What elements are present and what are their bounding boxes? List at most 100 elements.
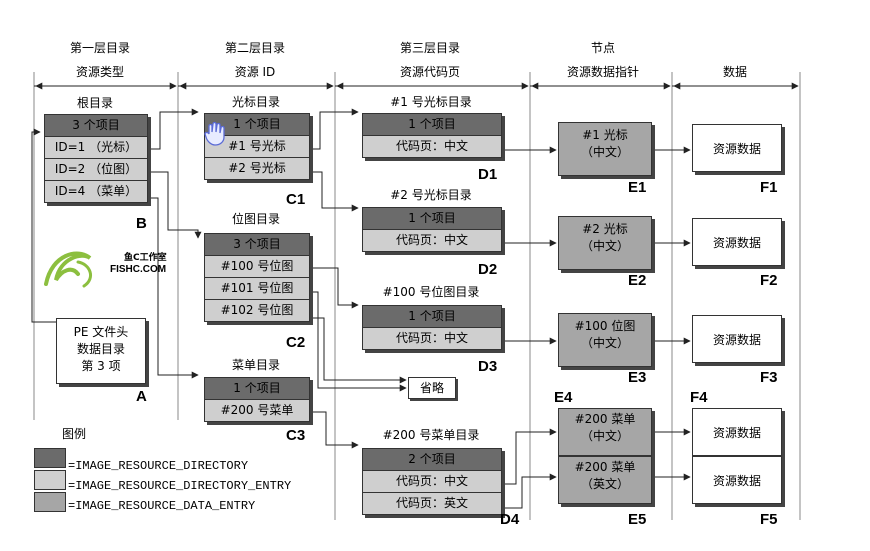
d2-directory: 1 个项目 代码页：中文 — [362, 207, 502, 252]
menu-dir-caption: 菜单目录 — [231, 358, 280, 372]
data-f2: 资源数据 — [692, 218, 782, 266]
d3-count: 1 个项目 — [363, 306, 501, 328]
node-e1-line2: （中文） — [580, 145, 629, 159]
label-c2: C2 — [286, 334, 306, 351]
label-e1: E1 — [628, 179, 647, 196]
header-level1-subtitle: 资源类型 — [75, 65, 124, 79]
d3-caption: #100 号位图目录 — [382, 285, 480, 299]
root-row-menu: ID=4 （菜单） — [45, 181, 147, 202]
label-f1: F1 — [760, 179, 778, 196]
label-e3: E3 — [628, 369, 647, 386]
menu-dir-count: 1 个项目 — [205, 378, 309, 400]
d2-caption: #2 号光标目录 — [390, 188, 472, 202]
label-f2: F2 — [760, 272, 778, 289]
label-e4: E4 — [554, 389, 573, 406]
label-d3: D3 — [478, 358, 498, 375]
cursor-dir-entry1: #1 号光标 — [205, 136, 309, 158]
root-caption: 根目录 — [76, 96, 113, 110]
data-f5: 资源数据 — [692, 456, 782, 504]
bitmap-directory: 3 个项目 #100 号位图 #101 号位图 #102 号位图 — [204, 233, 310, 322]
pe-header-line2: 数据目录 — [76, 342, 125, 356]
label-e2: E2 — [628, 272, 647, 289]
bitmap-dir-count: 3 个项目 — [205, 234, 309, 256]
node-e5-line1: #200 菜单 — [574, 460, 636, 474]
data-f4: 资源数据 — [692, 408, 782, 456]
label-e5: E5 — [628, 511, 647, 528]
header-level1: 第一层目录 资源类型 — [55, 40, 145, 80]
label-d2: D2 — [478, 261, 498, 278]
hand-cursor-icon — [203, 121, 229, 151]
column-dividers — [33, 72, 801, 520]
d2-codepage: 代码页：中文 — [363, 230, 501, 251]
node-e1-line1: #1 光标 — [582, 128, 628, 142]
data-f1: 资源数据 — [692, 124, 782, 172]
header-level1-title: 第一层目录 — [69, 41, 130, 55]
bitmap-dir-entry101: #101 号位图 — [205, 278, 309, 300]
header-node-subtitle: 资源数据指针 — [566, 65, 639, 79]
pe-header-line1: PE 文件头 — [73, 325, 129, 339]
node-e2-line2: （中文） — [580, 239, 629, 253]
label-f4: F4 — [690, 389, 708, 406]
label-b: B — [136, 215, 147, 232]
label-d4: D4 — [500, 511, 520, 528]
root-row-bitmap: ID=2 （位图） — [45, 159, 147, 181]
header-node-title: 节点 — [590, 41, 615, 55]
omitted-box: 省略 — [408, 377, 456, 399]
legend-swatch-entry — [34, 470, 66, 490]
label-d1: D1 — [478, 166, 498, 183]
legend-text-entry: =IMAGE_RESOURCE_DIRECTORY_ENTRY — [68, 479, 292, 493]
d4-codepage-zh: 代码页：中文 — [363, 471, 501, 493]
header-level2: 第二层目录 资源 ID — [210, 40, 300, 80]
d2-count: 1 个项目 — [363, 208, 501, 230]
label-f5: F5 — [760, 511, 778, 528]
label-c1: C1 — [286, 191, 306, 208]
legend-text-directory: =IMAGE_RESOURCE_DIRECTORY — [68, 459, 249, 473]
pe-header-box: PE 文件头 数据目录 第 3 项 — [56, 318, 146, 384]
legend-swatch-directory — [34, 448, 66, 468]
node-e1: #1 光标 （中文） — [558, 122, 652, 176]
node-e5: #200 菜单 （英文） — [558, 456, 652, 504]
menu-dir-entry200: #200 号菜单 — [205, 400, 309, 421]
d4-caption: #200 号菜单目录 — [382, 428, 480, 442]
d1-count: 1 个项目 — [363, 114, 501, 136]
header-level3-title: 第三层目录 — [399, 41, 460, 55]
bitmap-dir-entry100: #100 号位图 — [205, 256, 309, 278]
node-e3: #100 位图 （中文） — [558, 313, 652, 367]
node-e3-line1: #100 位图 — [574, 319, 636, 333]
label-c3: C3 — [286, 427, 306, 444]
cursor-dir-entry2: #2 号光标 — [205, 158, 309, 179]
legend-text-data-entry: =IMAGE_RESOURCE_DATA_ENTRY — [68, 499, 256, 513]
d4-directory: 2 个项目 代码页：中文 代码页：英文 — [362, 448, 502, 515]
cursor-dir-count: 1 个项目 — [205, 114, 309, 136]
d3-codepage: 代码页：中文 — [363, 328, 501, 349]
data-f3: 资源数据 — [692, 315, 782, 363]
d1-caption: #1 号光标目录 — [390, 95, 472, 109]
header-level3: 第三层目录 资源代码页 — [380, 40, 480, 80]
node-e5-line2: （英文） — [580, 477, 629, 491]
node-e2-line1: #2 光标 — [582, 222, 628, 236]
bitmap-dir-caption: 位图目录 — [231, 212, 280, 226]
d1-codepage: 代码页：中文 — [363, 136, 501, 157]
fishc-logo: 鱼C工作室 FISHC.COM — [38, 244, 188, 294]
cursor-dir-caption: 光标目录 — [231, 95, 280, 109]
header-level2-title: 第二层目录 — [224, 41, 285, 55]
header-level2-subtitle: 资源 ID — [234, 65, 276, 79]
bitmap-dir-entry102: #102 号位图 — [205, 300, 309, 321]
fishc-logo-mark — [44, 251, 93, 288]
label-f3: F3 — [760, 369, 778, 386]
d1-directory: 1 个项目 代码页：中文 — [362, 113, 502, 158]
menu-directory: 1 个项目 #200 号菜单 — [204, 377, 310, 422]
label-a: A — [136, 388, 147, 405]
node-e4: #200 菜单 （中文） — [558, 408, 652, 456]
d4-codepage-en: 代码页：英文 — [363, 493, 501, 514]
legend-swatch-data-entry — [34, 492, 66, 512]
fishc-logo-site: FISHC.COM — [110, 264, 167, 275]
header-node: 节点 资源数据指针 — [548, 40, 658, 80]
node-e4-line1: #200 菜单 — [574, 412, 636, 426]
root-directory: 3 个项目 ID=1 （光标） ID=2 （位图） ID=4 （菜单） — [44, 114, 148, 203]
cursor-directory: 1 个项目 #1 号光标 #2 号光标 — [204, 113, 310, 180]
root-row-cursor: ID=1 （光标） — [45, 137, 147, 159]
fishc-logo-name: 鱼C工作室 — [124, 253, 167, 263]
